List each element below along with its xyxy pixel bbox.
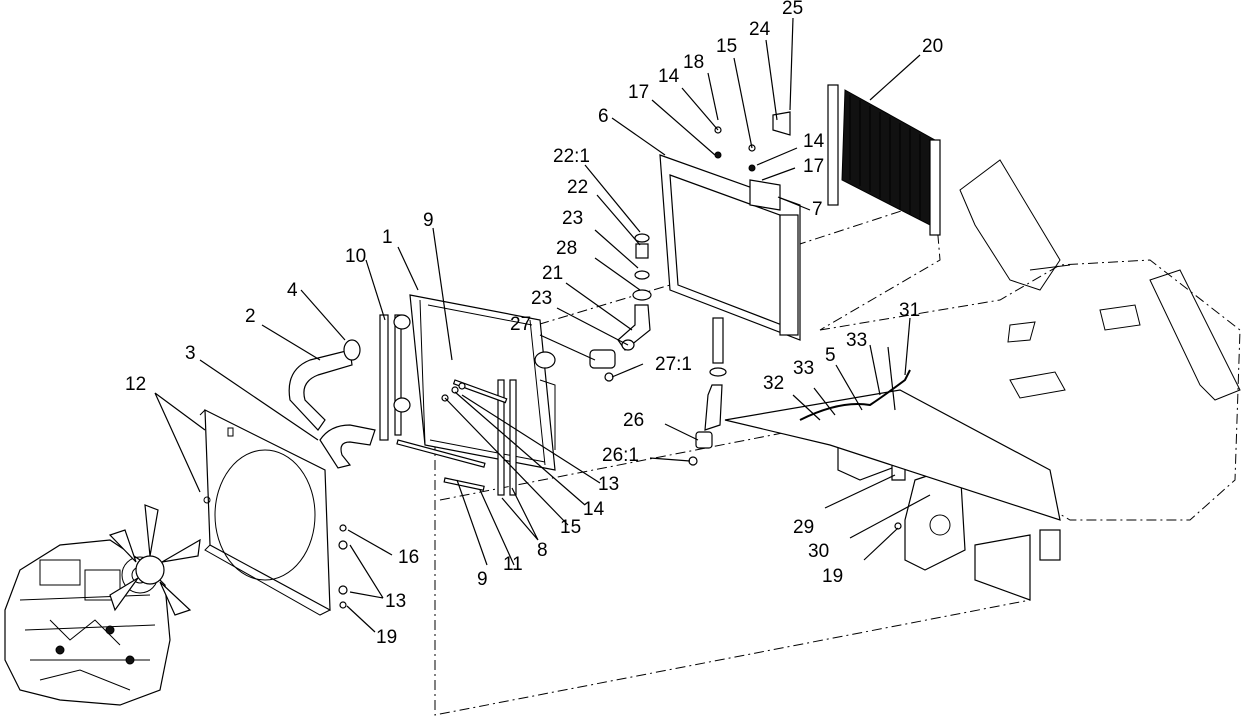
callout-26: 26 (623, 410, 644, 431)
callout-21: 21 (542, 263, 563, 284)
fan-shroud (199, 409, 331, 616)
callout-28: 28 (556, 238, 577, 259)
callout-6: 6 (598, 106, 609, 127)
callout-29: 29 (793, 517, 814, 538)
callout-15a: 15 (716, 36, 737, 57)
callout-27: 27 (510, 314, 531, 335)
callout-26-1: 26:1 (602, 445, 639, 466)
radiator (379, 294, 556, 496)
callout-30: 30 (808, 541, 829, 562)
callout-12: 12 (125, 374, 146, 395)
callout-10: 10 (345, 246, 366, 267)
radiator-support-frame (659, 154, 801, 341)
callout-14c: 14 (583, 499, 605, 520)
leader-lines (154, 17, 931, 633)
callout-19a: 19 (376, 627, 397, 648)
callout-7: 7 (812, 199, 823, 220)
callout-14b: 14 (658, 66, 680, 87)
callout-24: 24 (749, 19, 771, 40)
callout-16: 16 (398, 547, 419, 568)
callout-13b: 13 (385, 591, 406, 612)
callout-8: 8 (537, 540, 548, 561)
callout-22-1: 22:1 (553, 146, 590, 167)
callout-32: 32 (763, 373, 784, 394)
cooling-fan (108, 504, 201, 616)
callout-13a: 13 (598, 474, 619, 495)
callout-labels: 1 2 3 4 5 6 7 8 9 9 10 11 12 13 13 14 14… (125, 0, 943, 648)
radiator-hoses (288, 339, 376, 469)
callout-4: 4 (287, 280, 298, 301)
callout-5: 5 (825, 345, 836, 366)
chassis-frame (434, 159, 1241, 716)
callout-31: 31 (899, 300, 920, 321)
callout-14a: 14 (803, 131, 825, 152)
callout-22: 22 (567, 177, 588, 198)
callout-20: 20 (922, 36, 943, 57)
hose-fittings (589, 233, 727, 466)
callout-17b: 17 (803, 156, 824, 177)
callout-25: 25 (782, 0, 803, 19)
callout-33a: 33 (793, 358, 814, 379)
callout-17a: 17 (628, 82, 649, 103)
oil-cooler (827, 84, 941, 236)
callout-2: 2 (245, 306, 256, 327)
callout-11: 11 (503, 554, 523, 575)
engine-assembly (4, 539, 171, 706)
callout-9a: 9 (423, 210, 434, 231)
hardware (338, 111, 902, 609)
callout-3: 3 (185, 343, 196, 364)
overflow-reservoir (724, 369, 1061, 601)
callout-23a: 23 (562, 208, 583, 229)
callout-18: 18 (683, 52, 704, 73)
callout-33b: 33 (846, 330, 867, 351)
callout-1: 1 (382, 227, 393, 248)
callout-9b: 9 (477, 569, 488, 590)
callout-19b: 19 (822, 566, 843, 587)
callout-23b: 23 (531, 288, 552, 309)
callout-27-1: 27:1 (655, 354, 692, 375)
callout-15b: 15 (560, 517, 581, 538)
